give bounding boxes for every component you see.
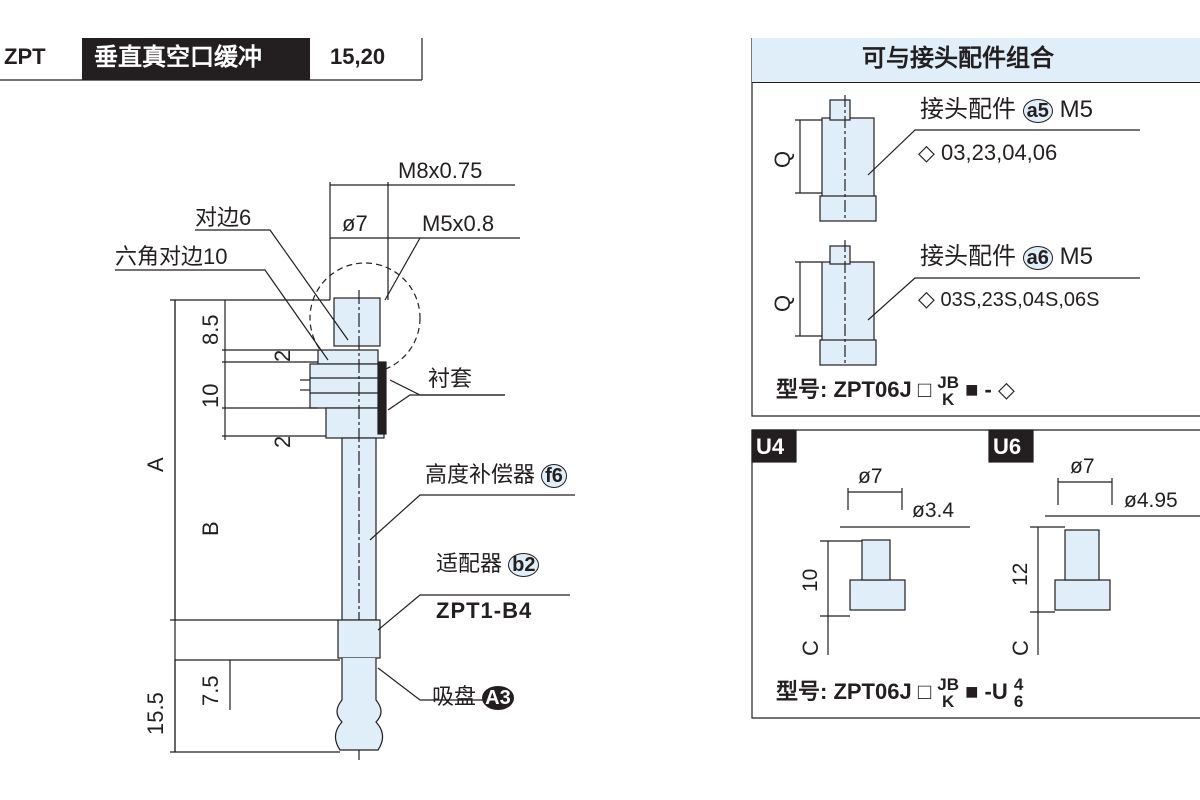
header-sizes: 15,20 <box>330 44 386 69</box>
adapter-model: ZPT1-B4 <box>436 598 533 623</box>
filled-square-icon: ■ <box>965 376 979 402</box>
code-badge-a5: a5 <box>1022 99 1053 123</box>
code-badge-a3: A3 <box>482 686 514 710</box>
u6-dia-inner: ø4.95 <box>1124 489 1178 512</box>
u6-tag: U6 <box>993 434 1022 459</box>
model-prefix: 型号: ZPT06J <box>776 376 912 402</box>
fitting-a5-thread: M5 <box>1059 96 1093 123</box>
fitting-a5-label: 接头配件 a5 M5 <box>920 98 1093 123</box>
series-label: ZPT <box>4 44 46 69</box>
fitting-a5-text: 接头配件 <box>920 96 1016 123</box>
dim-10: 10 <box>198 383 223 408</box>
fitting-a6-label: 接头配件 a6 M5 <box>920 245 1093 270</box>
filled-square-icon: ■ <box>965 678 979 704</box>
dim-7-5: 7.5 <box>198 675 223 706</box>
u4-dia-outer: ø7 <box>858 465 883 488</box>
fitting-a5-options: 03,23,04,06 <box>941 140 1058 165</box>
adapter-label: 适配器 b2 <box>436 551 540 577</box>
model-option-lower: K <box>941 390 955 409</box>
dim-B: B <box>198 521 223 536</box>
model-prefix: 型号: ZPT06J <box>776 678 912 704</box>
model-suffix: - <box>984 376 992 402</box>
fitting-a6-text: 接头配件 <box>920 243 1016 270</box>
hex-across-flats-label: 六角对边10 <box>115 244 228 269</box>
adapter-text: 适配器 <box>436 551 503 576</box>
bushing-label: 衬套 <box>428 366 473 391</box>
barb-u6-drawing <box>1030 478 1200 655</box>
code-badge-a6: a6 <box>1022 246 1053 270</box>
suction-cup-label: 吸盘 A3 <box>432 686 514 710</box>
model-size-upper: 4 <box>1013 675 1024 694</box>
fitting-a5-options-row: ◇ 03,23,04,06 <box>918 142 1057 164</box>
thread-m5-label: M5x0.8 <box>422 211 495 236</box>
u6-dia-outer: ø7 <box>1070 455 1095 478</box>
code-badge-f6: f6 <box>541 464 567 488</box>
fitting-model-row: 型号: ZPT06J □ JB K ■ - ◇ <box>776 374 1015 408</box>
fitting-a6-options-row: ◇ 03S,23S,04S,06S <box>918 286 1100 311</box>
model-option-upper: JB <box>937 675 959 694</box>
dim-2-upper: 2 <box>270 349 295 362</box>
model-suffix: -U <box>984 678 1008 704</box>
code-badge-b2: b2 <box>508 553 540 577</box>
fitting-panel-title: 可与接头配件组合 <box>862 45 1054 72</box>
fitting-panel-header <box>752 38 1200 83</box>
dim-8-5: 8.5 <box>198 314 223 345</box>
across-flats-6-label: 对边6 <box>195 205 252 230</box>
dim-Q-a5: Q <box>770 150 795 168</box>
suction-cup-text: 吸盘 <box>432 684 477 709</box>
thread-top-label: M8x0.75 <box>398 158 483 183</box>
fitting-a6-thread: M5 <box>1059 243 1093 270</box>
header-title: 垂直真空口缓冲 <box>94 44 262 71</box>
model-size-lower: 6 <box>1013 692 1024 711</box>
dim-Q-a6: Q <box>770 294 795 312</box>
main-assembly-drawing <box>115 182 575 760</box>
model-option-upper: JB <box>937 373 959 392</box>
blank-square-icon: □ <box>917 376 932 402</box>
fitting-a6-options: 03S,23S,04S,06S <box>940 289 1100 311</box>
fitting-a5-drawing <box>795 95 1140 222</box>
diamond-icon: ◇ <box>918 286 935 311</box>
u4-tag: U4 <box>756 434 785 459</box>
model-option-lower: K <box>941 692 955 711</box>
u4-height: 10 <box>799 568 822 592</box>
fitting-a6-drawing <box>795 240 1140 366</box>
diamond-icon: ◇ <box>997 376 1015 402</box>
u6-dim-C: C <box>1008 640 1033 656</box>
dim-A: A <box>143 457 168 472</box>
title-box <box>82 38 310 80</box>
u4-dim-C: C <box>798 640 823 656</box>
dim-15-5: 15.5 <box>143 692 168 735</box>
blank-square-icon: □ <box>917 678 932 704</box>
diamond-icon: ◇ <box>918 140 935 165</box>
barb-model-row: 型号: ZPT06J □ JB K ■ -U 4 6 <box>776 676 1023 710</box>
u4-dia-inner: ø3.4 <box>912 499 955 522</box>
diameter-7-label: ø7 <box>342 211 368 236</box>
height-compensator-label: 高度补偿器 f6 <box>425 464 567 488</box>
barb-u4-drawing <box>820 488 970 655</box>
height-compensator-text: 高度补偿器 <box>425 462 536 487</box>
u6-height: 12 <box>1009 562 1032 586</box>
dim-2-lower: 2 <box>270 435 295 448</box>
